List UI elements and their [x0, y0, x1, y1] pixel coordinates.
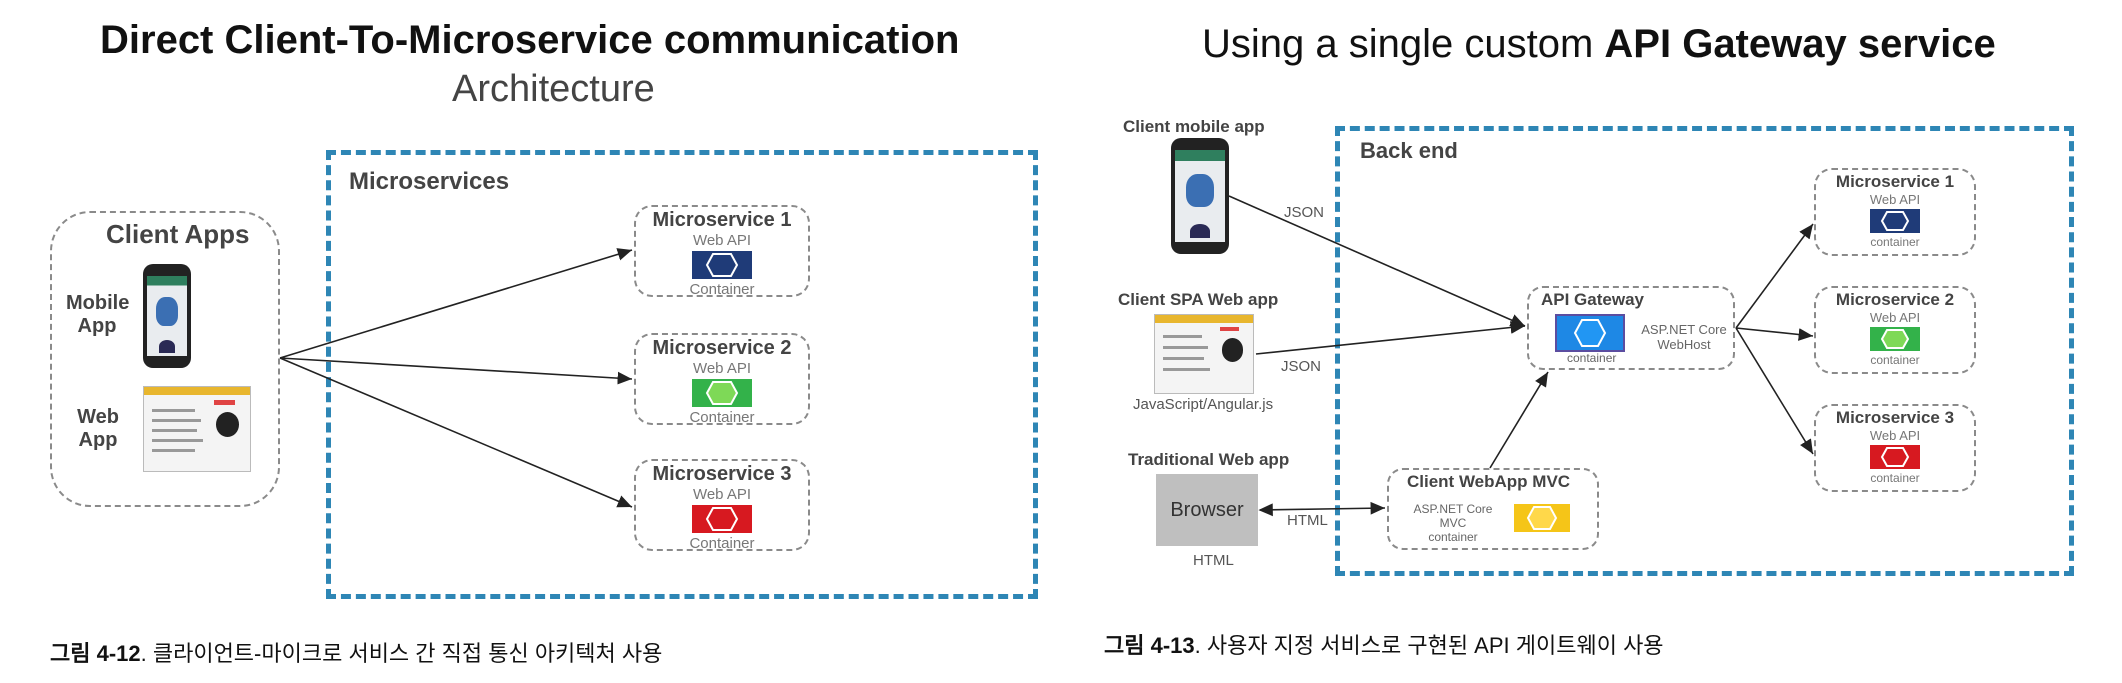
left-microservice-1: Microservice 1 Web API Container	[634, 205, 810, 298]
arrow-gateway-to-ms3	[1735, 327, 1814, 455]
api-gateway-hexagon-icon	[1555, 314, 1625, 352]
left-arrows	[279, 248, 633, 508]
container-hexagon-icon	[692, 505, 752, 533]
mobile-label-line2: App	[77, 315, 117, 337]
browser-html-label: HTML	[1193, 552, 1234, 569]
mvc-tech-line2: container	[1428, 530, 1478, 544]
arrow-browser-mvc	[1258, 501, 1386, 517]
mvc-tech-line1: ASP.NET Core MVC	[1413, 502, 1493, 530]
container-label: Container	[689, 409, 755, 426]
arrow-gateway-to-ms2	[1735, 327, 1814, 341]
right-title: Using a single custom API Gateway servic…	[1202, 22, 1996, 67]
web-api-label: Web API	[1869, 310, 1921, 325]
mvc-hexagon-icon	[1514, 504, 1570, 532]
container-label: container	[1870, 235, 1920, 249]
spa-tech-label: JavaScript/Angular.js	[1133, 396, 1274, 413]
microservice-title: Microservice 3	[652, 463, 792, 485]
left-microservice-2: Microservice 2 Web API Container	[634, 333, 810, 426]
backend-boundary	[1335, 126, 2074, 576]
microservice-title: Microservice 2	[652, 337, 792, 359]
web-label-line1: Web	[77, 406, 119, 428]
browser-box: Browser	[1156, 474, 1258, 546]
left-caption: 그림 4-12. 클라이언트-마이크로 서비스 간 직접 통신 아키텍처 사용	[50, 636, 662, 668]
client-mobile-label: Client mobile app	[1123, 117, 1265, 136]
client-spa-thumbnail	[1154, 314, 1254, 394]
right-arrows	[1228, 195, 1814, 517]
container-hexagon-icon	[1870, 327, 1920, 351]
backend-label: Back end	[1360, 138, 1458, 163]
microservice-title: Microservice 1	[1835, 172, 1955, 191]
json-label-mobile: JSON	[1284, 204, 1325, 221]
web-api-label: Web API	[1869, 428, 1921, 443]
web-api-label: Web API	[1869, 192, 1921, 207]
left-title: Direct Client-To-Microservice communicat…	[100, 18, 960, 62]
gateway-tech-line1: ASP.NET Core	[1641, 322, 1727, 337]
api-gateway-box: API Gateway container ASP.NET Core WebHo…	[1527, 286, 1735, 370]
arrow-to-ms1	[279, 248, 633, 359]
arrow-spa-to-gateway	[1255, 321, 1526, 355]
right-microservice-3: Microservice 3 Web API container	[1814, 404, 1976, 492]
right-caption-label: 그림 4-13	[1104, 633, 1195, 658]
microservice-title: Microservice 3	[1835, 408, 1955, 427]
microservices-label: Microservices	[349, 168, 510, 195]
left-caption-text: . 클라이언트-마이크로 서비스 간 직접 통신 아키텍처 사용	[140, 641, 663, 666]
microservice-title: Microservice 1	[652, 209, 792, 231]
left-microservice-3: Microservice 3 Web API Container	[634, 459, 810, 552]
right-title-bold: API Gateway service	[1604, 22, 1996, 66]
arrow-to-ms2	[279, 357, 633, 385]
web-api-label: Web API	[692, 486, 752, 503]
container-label: Container	[689, 281, 755, 298]
mvc-tech: ASP.NET Core MVC container	[1401, 502, 1505, 544]
client-apps-label: Client Apps	[106, 219, 250, 249]
right-caption: 그림 4-13. 사용자 지정 서비스로 구현된 API 게이트웨이 사용	[1104, 628, 1664, 660]
left-caption-label: 그림 4-12	[50, 641, 141, 666]
mobile-app-icon	[143, 264, 191, 368]
container-hexagon-icon	[692, 251, 752, 279]
arrow-mvc-to-gateway	[1489, 371, 1549, 469]
json-label-spa: JSON	[1281, 358, 1322, 375]
container-hexagon-icon	[1870, 445, 1920, 469]
client-apps-box	[50, 211, 280, 507]
mobile-app-label: Mobile App	[66, 292, 130, 338]
container-label: container	[1870, 471, 1920, 485]
arrow-mobile-to-gateway	[1228, 195, 1526, 327]
api-gateway-tech: ASP.NET Core WebHost	[1641, 322, 1727, 352]
container-hexagon-icon	[1870, 209, 1920, 233]
client-mobile-icon	[1171, 138, 1229, 254]
container-label: container	[1870, 353, 1920, 367]
container-hexagon-icon	[692, 379, 752, 407]
api-gateway-title: API Gateway	[1541, 290, 1644, 309]
mobile-label-line1: Mobile	[66, 292, 130, 314]
traditional-web-label: Traditional Web app	[1128, 450, 1290, 469]
right-microservice-2: Microservice 2 Web API container	[1814, 286, 1976, 374]
microservice-title: Microservice 2	[1835, 290, 1955, 309]
microservices-boundary	[326, 150, 1038, 599]
html-arrow-label: HTML	[1287, 512, 1328, 529]
right-microservice-1: Microservice 1 Web API container	[1814, 168, 1976, 256]
web-api-label: Web API	[692, 360, 752, 377]
left-subtitle: Architecture	[452, 68, 655, 110]
gateway-tech-line2: WebHost	[1657, 337, 1711, 352]
container-label: Container	[689, 535, 755, 552]
mvc-title: Client WebApp MVC	[1407, 472, 1571, 491]
web-label-line2: App	[78, 429, 118, 451]
api-gateway-container: container	[1567, 351, 1617, 365]
right-caption-text: . 사용자 지정 서비스로 구현된 API 게이트웨이 사용	[1194, 633, 1664, 658]
arrow-gateway-to-ms1	[1735, 223, 1814, 329]
arrow-to-ms3	[279, 357, 633, 508]
web-app-thumbnail	[143, 386, 251, 472]
client-webapp-mvc-box: Client WebApp MVC ASP.NET Core MVC conta…	[1387, 468, 1599, 550]
right-title-normal: Using a single custom	[1202, 22, 1605, 66]
web-app-label: Web App	[72, 406, 124, 452]
web-api-label: Web API	[692, 232, 752, 249]
client-spa-label: Client SPA Web app	[1118, 290, 1279, 309]
